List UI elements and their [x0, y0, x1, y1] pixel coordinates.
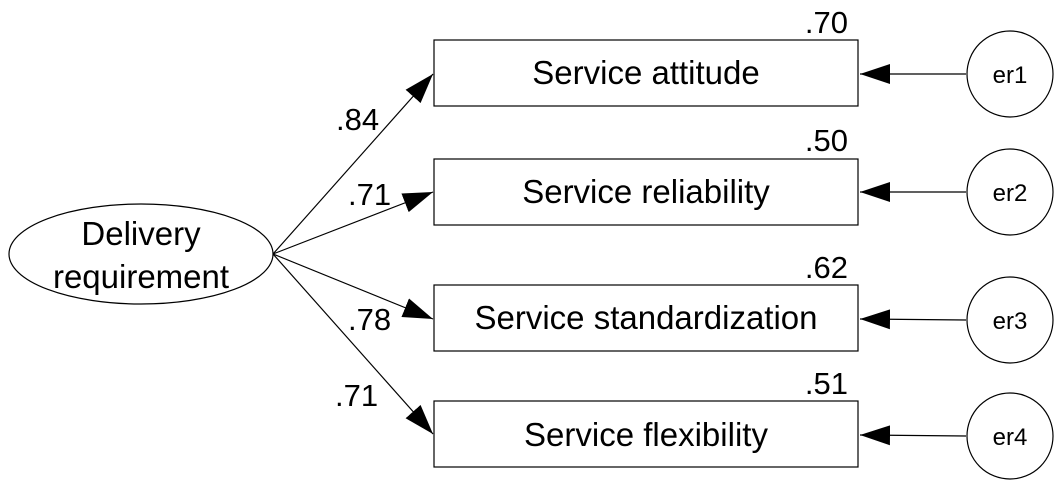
- error-term-label-2: er2: [993, 180, 1028, 207]
- r-squared-value-4: .51: [805, 366, 848, 401]
- indicator-label-4: Service flexibility: [524, 416, 768, 453]
- indicator-label-1: Service attitude: [532, 54, 759, 91]
- indicator-service-attitude: Service attitude .84 .70 er1: [272, 5, 1054, 255]
- loading-path-2: [272, 191, 434, 255]
- latent-variable-delivery-requirement: Delivery requirement: [8, 203, 274, 305]
- error-term-circle-3: [966, 276, 1054, 364]
- loading-value-3: .78: [348, 302, 391, 337]
- indicator-box-2: [433, 158, 859, 226]
- error-term-circle-1: [966, 30, 1054, 118]
- error-path-4: [859, 425, 967, 446]
- error-path-3: [859, 309, 967, 330]
- indicator-label-3: Service standardization: [474, 299, 817, 336]
- indicator-box-3: [433, 284, 859, 352]
- loading-value-2: .71: [348, 177, 391, 212]
- error-term-label-3: er3: [993, 308, 1028, 335]
- loading-path-1: [272, 73, 434, 255]
- loading-value-1: .84: [336, 102, 379, 137]
- r-squared-value-2: .50: [805, 123, 848, 158]
- indicator-service-reliability: Service reliability .71 .50 er2: [272, 123, 1054, 255]
- latent-label-line1: Delivery: [81, 215, 201, 252]
- loading-value-4: .71: [335, 378, 378, 413]
- r-squared-value-3: .62: [805, 250, 848, 285]
- loading-path-4: [272, 253, 434, 435]
- r-squared-value-1: .70: [805, 5, 848, 40]
- error-term-label-4: er4: [993, 424, 1028, 451]
- loading-path-3: [272, 253, 434, 320]
- indicator-box-1: [433, 39, 859, 107]
- indicator-label-2: Service reliability: [522, 173, 770, 210]
- latent-label-line2: requirement: [53, 258, 229, 295]
- indicator-service-standardization: Service standardization .78 .62 er3: [272, 250, 1054, 364]
- indicator-box-4: [433, 400, 859, 468]
- error-term-circle-2: [966, 148, 1054, 236]
- error-term-label-1: er1: [993, 62, 1028, 89]
- error-term-circle-4: [966, 392, 1054, 480]
- indicator-service-flexibility: Service flexibility .71 .51 er4: [272, 253, 1054, 480]
